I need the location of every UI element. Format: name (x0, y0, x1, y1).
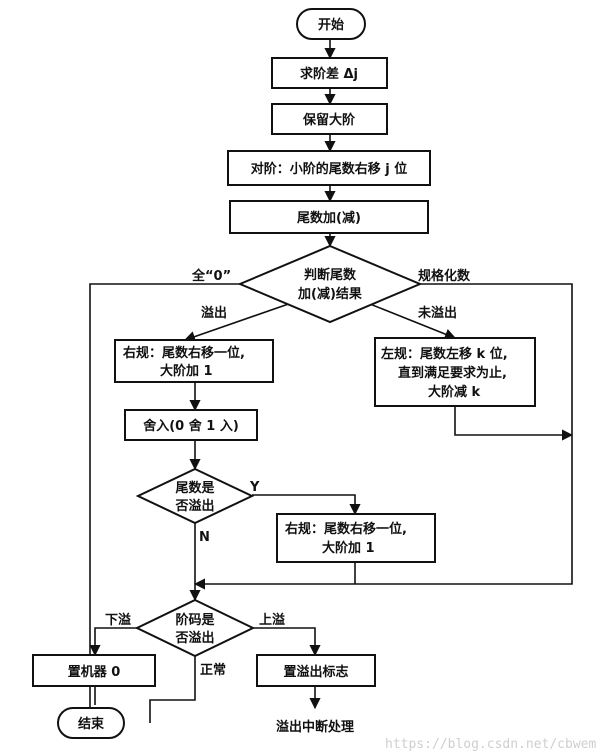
round-box: 舍入(0 舍 1 入) (124, 409, 258, 441)
edge-label-underflow: 下溢 (105, 612, 131, 628)
edge-underflow-to-zero (89, 627, 137, 657)
edge-leftnorm-to-mainline (454, 406, 574, 441)
set-zero-box: 置机器 0 (32, 654, 156, 687)
add-sub-label: 尾数加(减) (297, 210, 361, 226)
keep-large-label: 保留大阶 (302, 112, 356, 128)
left-norm-box: 左规：尾数左移 k 位, 直到满足要求为止, 大阶减 k (374, 337, 536, 407)
interrupt-label: 溢出中断处理 (276, 719, 354, 735)
edge-label-no: N (199, 530, 210, 545)
edge-judge-to-rightnorm (183, 299, 301, 342)
round-label: 舍入(0 舍 1 入) (143, 418, 239, 434)
set-overflow-flag-box: 置溢出标志 (256, 654, 376, 687)
edge-label-overflow: 溢出 (201, 305, 227, 321)
align-box: 对阶：小阶的尾数右移 j 位 (227, 150, 431, 186)
right-norm2-label-2: 大阶加 1 (322, 540, 375, 556)
exp-overflow-label-2: 否溢出 (174, 630, 214, 646)
edge-label-yes: Y (249, 480, 260, 495)
left-norm-label-1: 左规：尾数左移 k 位, (381, 346, 508, 362)
judge-label-1: 判断尾数 (304, 267, 357, 283)
add-sub-box: 尾数加(减) (229, 200, 429, 234)
mantissa-overflow-label-2: 否溢出 (174, 498, 214, 514)
calc-diff-box: 求阶差 Δj (271, 57, 388, 89)
exp-overflow-diamond: 阶码是 否溢出 (134, 598, 256, 658)
edge-label-normal: 正常 (200, 662, 226, 678)
edge-label-normalized: 规格化数 (418, 268, 471, 284)
right-norm2-label-1: 右规：尾数右移一位, (284, 521, 407, 537)
edge-label-no-overflow: 未溢出 (417, 305, 457, 321)
end-node: 结束 (57, 707, 125, 739)
edge-label-all-zero: 全“0” (191, 268, 231, 284)
connectors (89, 39, 574, 729)
end-label: 结束 (78, 716, 105, 732)
right-norm2-box: 右规：尾数右移一位, 大阶加 1 (276, 513, 436, 563)
calc-diff-label: 求阶差 Δj (300, 66, 358, 82)
edge-label-upper-overflow: 上溢 (259, 612, 285, 628)
start-node: 开始 (296, 8, 366, 40)
judge-label-2: 加(减)结果 (297, 286, 362, 302)
mantissa-overflow-diamond: 尾数是 否溢出 (135, 467, 255, 525)
watermark: https://blog.csdn.net/cbwem (385, 737, 596, 752)
set-zero-label: 置机器 0 (68, 664, 121, 680)
edge-judge-to-leftnorm (359, 299, 457, 340)
edge-normal-to-end (149, 656, 196, 723)
exp-overflow-label-1: 阶码是 (175, 612, 215, 628)
keep-large-box: 保留大阶 (271, 103, 388, 135)
left-norm-label-2: 直到满足要求为止, (398, 365, 507, 381)
right-norm-label-2: 大阶加 1 (160, 363, 213, 379)
align-label: 对阶：小阶的尾数右移 j 位 (251, 161, 408, 177)
edge-overflow-to-flag (253, 627, 321, 657)
left-norm-label-3: 大阶减 k (428, 384, 481, 400)
mantissa-overflow-label-1: 尾数是 (175, 480, 215, 496)
judge-diamond: 判断尾数 加(减)结果 (237, 244, 423, 324)
right-norm-label-1: 右规：尾数右移一位, (122, 345, 245, 361)
start-label: 开始 (318, 17, 344, 33)
right-norm-box: 右规：尾数右移一位, 大阶加 1 (114, 339, 274, 383)
set-overflow-flag-label: 置溢出标志 (283, 664, 348, 680)
edge-yes-to-rightnorm2 (252, 494, 361, 516)
